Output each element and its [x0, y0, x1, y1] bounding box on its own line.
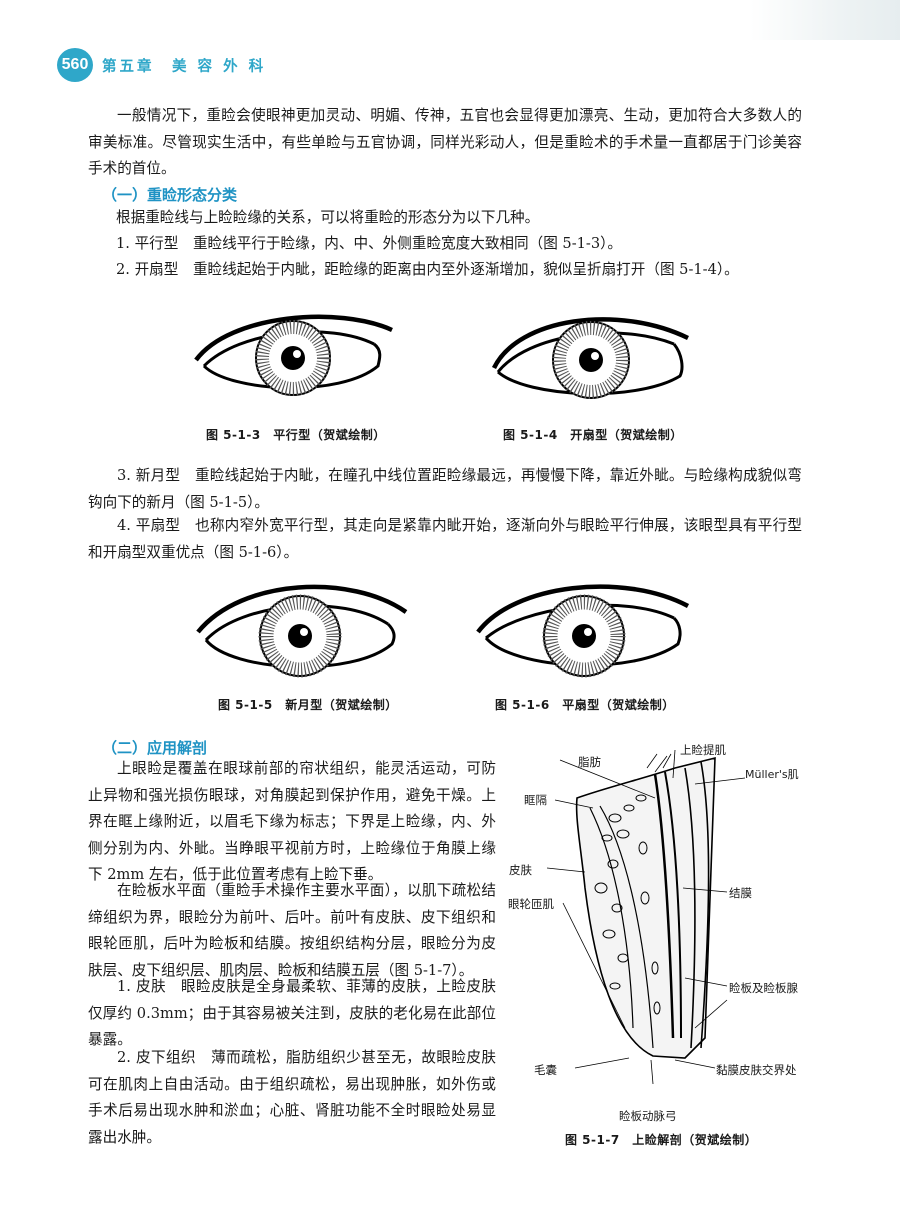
section2-heading: （二）应用解剖	[102, 739, 208, 757]
figure-caption-5-1-7: 图 5-1-7 上睑解剖（贺斌绘制）	[565, 1133, 758, 1147]
anatomy-paragraph-1: 上眼睑是覆盖在眼球前部的帘状组织，能灵活运动，可防止异物和强光损伤眼球，对角膜起…	[88, 760, 496, 883]
anatomy-paragraph-subcutaneous: 2. 皮下组织 薄而疏松，脂肪组织少甚至无，故眼睑皮肤可在肌肉上自由活动。由于组…	[88, 1049, 496, 1146]
section1-heading: （一）重睑形态分类	[102, 186, 238, 204]
figure-caption-5-1-3: 图 5-1-3 平行型（贺斌绘制）	[206, 428, 386, 442]
chapter-title: 第五章 美 容 外 科	[102, 58, 267, 75]
anatomy-paragraph-2: 在睑板水平面（重睑手术操作主要水平面），以肌下疏松结缔组织为界，眼睑分为前叶、后…	[88, 882, 496, 979]
anatomy-label-follicle: 毛囊	[534, 1063, 557, 1077]
anatomy-paragraph-skin: 1. 皮肤 眼睑皮肤是全身最柔软、菲薄的皮肤，上睑皮肤仅厚约 0.3mm；由于其…	[88, 978, 496, 1048]
anatomy-label-fat: 脂肪	[578, 755, 601, 769]
anatomy-label-septum: 眶隔	[524, 793, 547, 807]
intro-paragraph: 一般情况下，重睑会使眼神更加灵动、明媚、传神，五官也会显得更加漂亮、生动，更加符…	[88, 107, 802, 177]
eye-open-fan-illustration	[491, 317, 689, 399]
figure-caption-5-1-6: 图 5-1-6 平扇型（贺斌绘制）	[495, 698, 675, 712]
anatomy-label-levator: 上睑提肌	[680, 743, 726, 757]
anatomy-label-conjunctiva: 结膜	[729, 886, 752, 900]
anatomy-label-skin: 皮肤	[509, 863, 532, 877]
upper-eyelid-anatomy-illustration	[546, 749, 746, 1085]
anatomy-label-junction: 黏膜皮肤交界处	[716, 1063, 797, 1077]
page-number-badge: 560	[57, 48, 93, 82]
figure-caption-5-1-5: 图 5-1-5 新月型（贺斌绘制）	[218, 698, 398, 712]
eye-crescent-illustration	[196, 584, 408, 678]
eye-parallel-illustration	[194, 314, 393, 396]
eye-flat-fan-illustration	[476, 584, 690, 678]
page-header: 560 第五章 美 容 外 科	[57, 48, 266, 82]
section1-lead: 根据重睑线与上睑睑缘的关系，可以将重睑的形态分为以下几种。	[116, 209, 540, 226]
type-open-fan: 2. 开扇型 重睑线起始于内眦，距睑缘的距离由内至外逐渐增加，貌似呈折扇打开（图…	[116, 261, 739, 278]
anatomy-label-tarsus: 睑板及睑板腺	[729, 981, 798, 995]
anatomy-label-muller: Müller's肌	[745, 768, 799, 781]
anatomy-label-orbicularis: 眼轮匝肌	[508, 897, 554, 911]
type-flat-fan: 4. 平扇型 也称内窄外宽平行型，其走向是紧靠内眦开始，逐渐向外与眼睑平行伸展，…	[88, 517, 802, 561]
figure-caption-5-1-4: 图 5-1-4 开扇型（贺斌绘制）	[503, 428, 683, 442]
type-crescent: 3. 新月型 重睑线起始于内眦，在瞳孔中线位置距睑缘最远，再慢慢下降，靠近外眦。…	[88, 467, 802, 511]
anatomy-label-arcade: 睑板动脉弓	[619, 1109, 677, 1123]
corner-decoration	[750, 0, 900, 40]
type-parallel: 1. 平行型 重睑线平行于睑缘，内、中、外侧重睑宽度大致相同（图 5-1-3）。	[116, 235, 623, 252]
